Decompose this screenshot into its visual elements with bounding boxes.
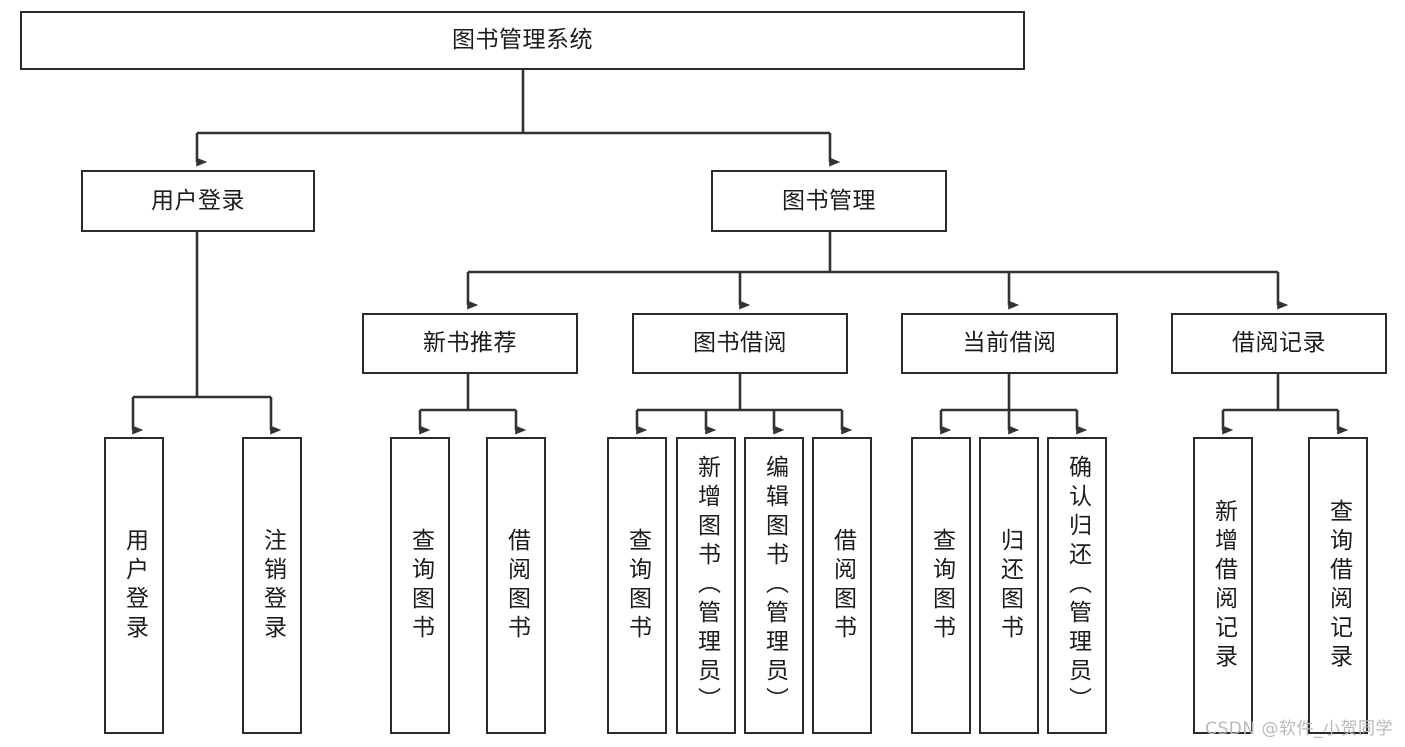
node-new-book-recommend[interactable]: 新书推荐 [362, 313, 578, 374]
leaf-bb-borrow-book-label: 借阅图书 [829, 527, 856, 644]
leaf-bb-query-book-label: 查询图书 [624, 527, 651, 644]
node-user-login-label: 用户登录 [151, 187, 245, 214]
node-book-borrow[interactable]: 图书借阅 [632, 313, 848, 374]
leaf-bb-borrow-book[interactable]: 借阅图书 [812, 437, 872, 734]
node-root-book-management-system[interactable]: 图书管理系统 [20, 11, 1025, 70]
node-current-borrow-label: 当前借阅 [962, 330, 1057, 356]
leaf-cb-confirm-return-admin[interactable]: 确认归还（管理员） [1047, 437, 1107, 734]
leaf-cb-confirm-return-admin-label: 确认归还（管理员） [1064, 455, 1091, 716]
node-borrow-record-label: 借阅记录 [1232, 330, 1326, 356]
node-borrow-record[interactable]: 借阅记录 [1171, 313, 1387, 374]
leaf-user-login[interactable]: 用户登录 [104, 437, 164, 734]
leaf-bb-edit-book-admin-label: 编辑图书（管理员） [761, 455, 788, 716]
node-book-management[interactable]: 图书管理 [711, 170, 947, 232]
leaf-br-add-record-label: 新增借阅记录 [1210, 498, 1237, 673]
leaf-cb-return-book-label: 归还图书 [996, 527, 1023, 644]
leaf-bb-add-book-admin-label: 新增图书（管理员） [693, 455, 720, 716]
leaf-cb-query-book-label: 查询图书 [928, 527, 955, 644]
leaf-bb-edit-book-admin[interactable]: 编辑图书（管理员） [744, 437, 804, 734]
node-user-login[interactable]: 用户登录 [81, 170, 315, 232]
node-book-borrow-label: 图书借阅 [693, 330, 787, 356]
node-book-management-label: 图书管理 [782, 187, 876, 214]
leaf-br-add-record[interactable]: 新增借阅记录 [1193, 437, 1253, 734]
leaf-br-query-record-label: 查询借阅记录 [1325, 498, 1352, 673]
leaf-logout-label: 注销登录 [259, 527, 286, 644]
leaf-cb-return-book[interactable]: 归还图书 [979, 437, 1039, 734]
leaf-nb-query-book[interactable]: 查询图书 [390, 437, 450, 734]
leaf-cb-query-book[interactable]: 查询图书 [911, 437, 971, 734]
leaf-user-login-label: 用户登录 [121, 527, 148, 644]
leaf-logout[interactable]: 注销登录 [242, 437, 302, 734]
leaf-br-query-record[interactable]: 查询借阅记录 [1308, 437, 1368, 734]
leaf-bb-add-book-admin[interactable]: 新增图书（管理员） [676, 437, 736, 734]
node-root-label: 图书管理系统 [452, 27, 593, 53]
node-new-book-recommend-label: 新书推荐 [423, 330, 517, 356]
node-current-borrow[interactable]: 当前借阅 [901, 313, 1118, 374]
leaf-nb-borrow-book-label: 借阅图书 [503, 527, 530, 644]
leaf-bb-query-book[interactable]: 查询图书 [607, 437, 667, 734]
leaf-nb-borrow-book[interactable]: 借阅图书 [486, 437, 546, 734]
leaf-nb-query-book-label: 查询图书 [407, 527, 434, 644]
